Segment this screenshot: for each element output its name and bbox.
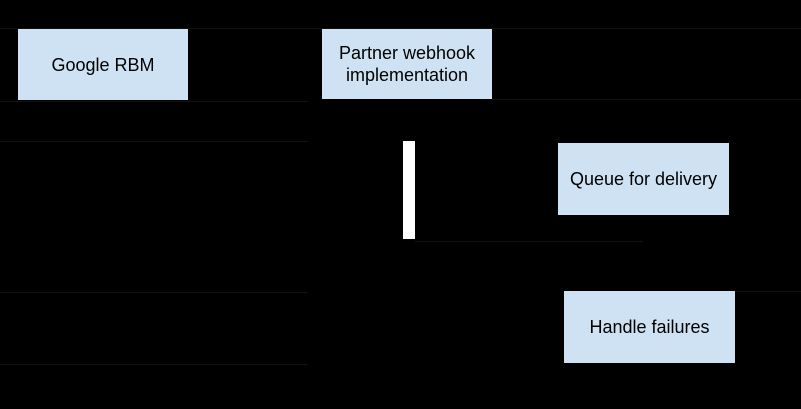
divider-line-actors-left (0, 101, 308, 102)
divider-line-return-arrow (415, 241, 643, 242)
node-queue-for-delivery: Queue for delivery (558, 143, 729, 215)
node-google-rbm-label: Google RBM (51, 54, 155, 75)
node-queue-for-delivery-label: Queue for delivery (569, 169, 718, 189)
divider-line-middle-left (0, 141, 308, 142)
node-google-rbm: Google RBM (18, 29, 188, 100)
divider-line-handle-right (735, 291, 801, 292)
node-partner-webhook: Partner webhook implementation (322, 29, 492, 99)
divider-line-top (0, 28, 801, 29)
node-handle-failures-label: Handle failures (589, 317, 710, 337)
divider-line-actors-right (492, 99, 801, 100)
divider-line-lower-bottom (0, 364, 308, 365)
divider-line-lower-top (0, 292, 308, 293)
node-partner-webhook-label: Partner webhook implementation (338, 43, 476, 85)
node-handle-failures: Handle failures (564, 291, 735, 363)
activation-bar (403, 141, 415, 239)
